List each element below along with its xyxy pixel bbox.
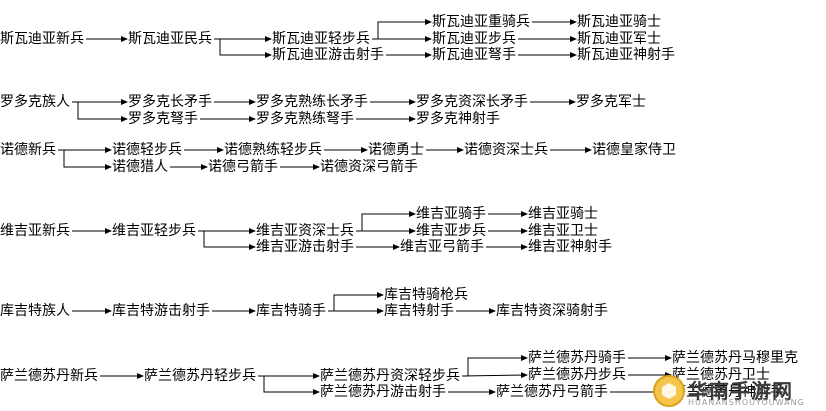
tree-node-khergit-tribesman: 库吉特族人	[0, 303, 70, 319]
tree-node-swadian-sergeant: 斯瓦迪亚军士	[577, 31, 661, 47]
tree-node-vaegir-recruit: 维吉亚新兵	[0, 223, 70, 239]
tree-node-swadian-militia: 斯瓦迪亚民兵	[128, 31, 212, 47]
tree-node-sarranid-archer: 萨兰德苏丹弓箭手	[496, 384, 608, 400]
tree-node-rhodok-trained-crossbowman: 罗多克熟练弩手	[256, 111, 354, 127]
tree-node-khergit-lancer: 库吉特骑枪兵	[384, 287, 468, 303]
tree-node-swadian-knight: 斯瓦迪亚骑士	[577, 14, 661, 30]
tree-node-vaegir-veteran: 维吉亚资深士兵	[256, 223, 354, 239]
tree-node-nord-archer: 诺德弓箭手	[208, 159, 278, 175]
tree-node-nord-footman: 诺德轻步兵	[112, 142, 182, 158]
tree-node-swadian-recruit: 斯瓦迪亚新兵	[0, 31, 84, 47]
tree-node-vaegir-infantry: 维吉亚步兵	[416, 223, 486, 239]
tree-node-sarranid-infantry: 萨兰德苏丹步兵	[528, 367, 626, 383]
tree-node-sarranid-master-archer: 萨兰德苏丹神射手	[672, 384, 784, 400]
upgrade-arrow	[58, 149, 112, 170]
tree-node-nord-veteran-archer: 诺德资深弓箭手	[320, 159, 418, 175]
tree-node-rhodok-spearman: 罗多克长矛手	[128, 94, 212, 110]
watermark-subtitle: HUANANSHOUYOUWANG	[688, 398, 805, 407]
upgrade-arrow	[214, 38, 272, 58]
tree-node-khergit-veteran-horse-archer: 库吉特资深骑射手	[496, 303, 608, 319]
tree-node-vaegir-marksman: 维吉亚神射手	[528, 239, 612, 255]
tree-node-swadian-sharpshooter: 斯瓦迪亚神射手	[577, 47, 675, 63]
upgrade-arrow	[461, 372, 528, 379]
tree-node-swadian-footman: 斯瓦迪亚轻步兵	[272, 31, 370, 47]
tree-node-vaegir-skirmisher: 维吉亚游击射手	[256, 239, 354, 255]
tree-node-rhodok-crossbowman: 罗多克弩手	[128, 111, 198, 127]
tree-node-khergit-horseman: 库吉特骑手	[256, 303, 326, 319]
tree-node-nord-trained-footman: 诺德熟练轻步兵	[224, 142, 322, 158]
tree-node-rhodok-veteran-spearman: 罗多克资深长矛手	[416, 94, 528, 110]
tree-node-vaegir-archer: 维吉亚弓箭手	[400, 239, 484, 255]
upgrade-arrow	[356, 211, 416, 232]
upgrade-arrow	[258, 375, 320, 395]
upgrade-arrow	[372, 19, 432, 40]
upgrade-arrow	[462, 355, 528, 377]
tree-node-rhodok-sharpshooter: 罗多克神射手	[416, 111, 500, 127]
tree-node-nord-veteran: 诺德资深士兵	[464, 142, 548, 158]
tree-node-vaegir-knight: 维吉亚骑士	[528, 206, 598, 222]
tree-node-swadian-infantry: 斯瓦迪亚步兵	[432, 31, 516, 47]
tree-node-swadian-man-at-arms: 斯瓦迪亚重骑兵	[432, 14, 530, 30]
tree-node-nord-recruit: 诺德新兵	[0, 142, 56, 158]
tree-node-sarranid-guard: 萨兰德苏丹卫士	[672, 367, 770, 383]
site-logo-icon	[653, 375, 685, 407]
tree-node-vaegir-tribesman: 罗多克族人	[0, 94, 70, 110]
tree-node-sarranid-horseman: 萨兰德苏丹骑手	[528, 350, 626, 366]
tree-node-rhodok-sergeant: 罗多克军士	[576, 94, 646, 110]
tree-node-vaegir-guard: 维吉亚卫士	[528, 223, 598, 239]
site-watermark: 华南手游网 HUANANSHOUYOUWANG	[648, 371, 826, 411]
watermark-title: 华南手游网	[688, 379, 793, 403]
tree-node-nord-warrior: 诺德勇士	[368, 142, 424, 158]
tree-node-khergit-horse-archer: 库吉特射手	[384, 303, 454, 319]
tree-node-sarranid-mamluke: 萨兰德苏丹马穆里克	[672, 350, 798, 366]
tree-node-sarranid-footman: 萨兰德苏丹轻步兵	[144, 368, 256, 384]
tree-node-sarranid-veteran-footman: 萨兰德苏丹资深轻步兵	[320, 368, 460, 384]
tree-node-swadian-skirmisher: 斯瓦迪亚游击射手	[272, 47, 384, 63]
upgrade-arrow	[328, 292, 384, 312]
tree-node-nord-huscarl: 诺德皇家侍卫	[592, 142, 676, 158]
tree-node-vaegir-horseman: 维吉亚骑手	[416, 206, 486, 222]
tree-node-rhodok-trained-spearman: 罗多克熟练长矛手	[256, 94, 368, 110]
tree-node-sarranid-recruit: 萨兰德苏丹新兵	[0, 368, 98, 384]
upgrade-arrow	[198, 230, 256, 250]
tree-node-nord-hunter: 诺德猎人	[112, 159, 168, 175]
tree-node-vaegir-footman: 维吉亚轻步兵	[112, 223, 196, 239]
upgrade-arrow	[72, 101, 128, 122]
tree-node-sarranid-skirmisher: 萨兰德苏丹游击射手	[320, 384, 446, 400]
tree-node-swadian-crossbowman: 斯瓦迪亚弩手	[432, 47, 516, 63]
tree-node-khergit-skirmisher: 库吉特游击射手	[112, 303, 210, 319]
